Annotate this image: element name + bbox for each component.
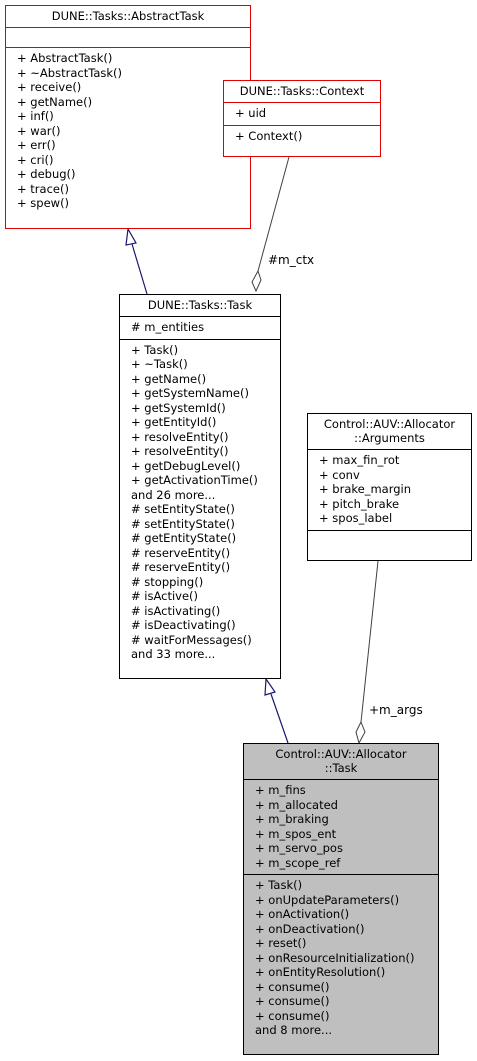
attribute-entry: + brake_margin xyxy=(319,482,411,496)
attribute-entry: + m_allocated xyxy=(255,797,338,812)
aggregation-line-args xyxy=(360,560,379,723)
class-title: DUNE::Tasks::Context xyxy=(224,81,380,102)
method-entry: and 33 more... xyxy=(131,647,216,661)
method-entry: + getName() xyxy=(131,371,207,386)
method-entry: + onEntityResolution() xyxy=(255,965,386,979)
class-name: DUNE::Tasks::Context xyxy=(239,84,365,98)
class-attributes xyxy=(6,27,250,47)
method-entry: + getEntityId() xyxy=(131,415,217,429)
class-box-arguments[interactable]: Control::AUV::Allocator::Arguments+ max_… xyxy=(307,413,472,561)
class-box-context[interactable]: DUNE::Tasks::Context+ uid+ Context() xyxy=(223,80,381,157)
method-entry: + resolveEntity() xyxy=(131,444,229,458)
class-attributes: + max_fin_rot+ conv+ brake_margin+ pitch… xyxy=(308,449,471,530)
method-entry: + getSystemName() xyxy=(131,386,249,400)
method-entry: + consume() xyxy=(255,994,330,1008)
method-entry: + spew() xyxy=(17,196,70,210)
class-box-task[interactable]: DUNE::Tasks::Task# m_entities+ Task()+ ~… xyxy=(119,294,281,679)
inheritance-line-task-abstracttask xyxy=(131,243,148,295)
method-entry: # isActive() xyxy=(131,589,199,603)
attribute-entry: + spos_label xyxy=(319,511,393,525)
method-entry: + cri() xyxy=(17,152,54,167)
class-title: DUNE::Tasks::Task xyxy=(120,295,280,316)
aggregation-line-ctx xyxy=(257,156,290,272)
method-entry: + receive() xyxy=(17,80,82,94)
class-box-abstract-task[interactable]: DUNE::Tasks::AbstractTask+ AbstractTask(… xyxy=(5,5,251,229)
attribute-entry: + m_servo_pos xyxy=(255,841,343,855)
method-entry: + onDeactivation() xyxy=(255,921,365,936)
attribute-entry: + max_fin_rot xyxy=(319,453,400,467)
method-entry: + war() xyxy=(17,123,61,138)
attribute-entry: # m_entities xyxy=(131,320,205,334)
aggregation-diamond-ctx xyxy=(251,269,262,293)
method-entry: + consume() xyxy=(255,979,330,994)
class-box-allocator-task[interactable]: Control::AUV::Allocator::Task+ m_fins+ m… xyxy=(243,743,439,1055)
edge-label-m-args: +m_args xyxy=(369,703,423,717)
method-entry: + Context() xyxy=(235,128,303,143)
attribute-entry: + m_braking xyxy=(255,812,329,826)
method-entry: # reserveEntity() xyxy=(131,545,231,560)
method-entry: + onActivation() xyxy=(255,907,350,921)
method-entry: + ~Task() xyxy=(131,357,188,371)
class-methods: + Task()+ onUpdateParameters()+ onActiva… xyxy=(244,874,438,1042)
method-entry: # reserveEntity() xyxy=(131,560,231,574)
method-entry: + consume() xyxy=(255,1008,330,1023)
method-entry: + onUpdateParameters() xyxy=(255,892,400,907)
class-methods: + AbstractTask()+ ~AbstractTask()+ recei… xyxy=(6,47,250,215)
class-methods: + Context() xyxy=(224,124,380,148)
class-attributes: + uid xyxy=(224,102,380,125)
method-entry: + getActivationTime() xyxy=(131,473,258,487)
class-attributes: + m_fins+ m_allocated+ m_braking+ m_spos… xyxy=(244,779,438,874)
class-title: Control::AUV::Allocator::Task xyxy=(244,744,438,779)
method-entry: + err() xyxy=(17,138,56,152)
method-entry: + debug() xyxy=(17,167,76,181)
class-name: ::Task xyxy=(324,761,358,775)
method-entry: + getName() xyxy=(17,94,93,109)
inheritance-line-allocator-task xyxy=(270,693,289,744)
method-entry: + onResourceInitialization() xyxy=(255,950,415,965)
method-entry: + Task() xyxy=(131,342,179,357)
method-entry: + getSystemId() xyxy=(131,400,226,415)
aggregation-diamond-args xyxy=(355,720,366,745)
method-entry: + Task() xyxy=(255,878,303,892)
method-entry: and 26 more... xyxy=(131,487,216,502)
class-methods xyxy=(308,529,471,550)
method-entry: # isActivating() xyxy=(131,603,221,618)
attribute-entry: + m_spos_ent xyxy=(255,826,337,841)
class-name: Control::AUV::Allocator xyxy=(275,747,407,761)
class-title: Control::AUV::Allocator::Arguments xyxy=(308,414,471,449)
attribute-entry: + conv xyxy=(319,467,360,482)
method-entry: # waitForMessages() xyxy=(131,632,252,647)
class-name: DUNE::Tasks::AbstractTask xyxy=(51,9,205,23)
class-name: Control::AUV::Allocator xyxy=(323,417,456,431)
edge-label-m-ctx: #m_ctx xyxy=(268,253,315,267)
method-entry: # isDeactivating() xyxy=(131,618,236,632)
class-name: DUNE::Tasks::Task xyxy=(147,298,253,312)
attribute-entry: + uid xyxy=(235,106,267,120)
method-entry: + getDebugLevel() xyxy=(131,458,241,473)
method-entry: # getEntityState() xyxy=(131,531,237,545)
attribute-entry: + m_scope_ref xyxy=(255,855,341,870)
class-name: ::Arguments xyxy=(354,431,425,445)
attribute-entry: + m_fins xyxy=(255,783,306,797)
inheritance-arrowhead-task xyxy=(264,677,276,696)
attribute-entry: + pitch_brake xyxy=(319,496,400,511)
method-entry: # setEntityState() xyxy=(131,516,235,531)
method-entry: + trace() xyxy=(17,181,69,196)
method-entry: + ~AbstractTask() xyxy=(17,65,122,80)
method-entry: # setEntityState() xyxy=(131,502,235,516)
class-attributes: # m_entities xyxy=(120,316,280,339)
method-entry: + resolveEntity() xyxy=(131,429,229,444)
class-methods: + Task()+ ~Task()+ getName()+ getSystemN… xyxy=(120,338,280,666)
method-entry: + AbstractTask() xyxy=(17,51,113,65)
method-entry: + inf() xyxy=(17,109,54,123)
method-entry: and 8 more... xyxy=(255,1023,333,1037)
method-entry: # stopping() xyxy=(131,574,204,589)
inheritance-arrowhead-abstracttask xyxy=(125,227,137,246)
method-entry: + reset() xyxy=(255,936,307,950)
class-title: DUNE::Tasks::AbstractTask xyxy=(6,6,250,27)
